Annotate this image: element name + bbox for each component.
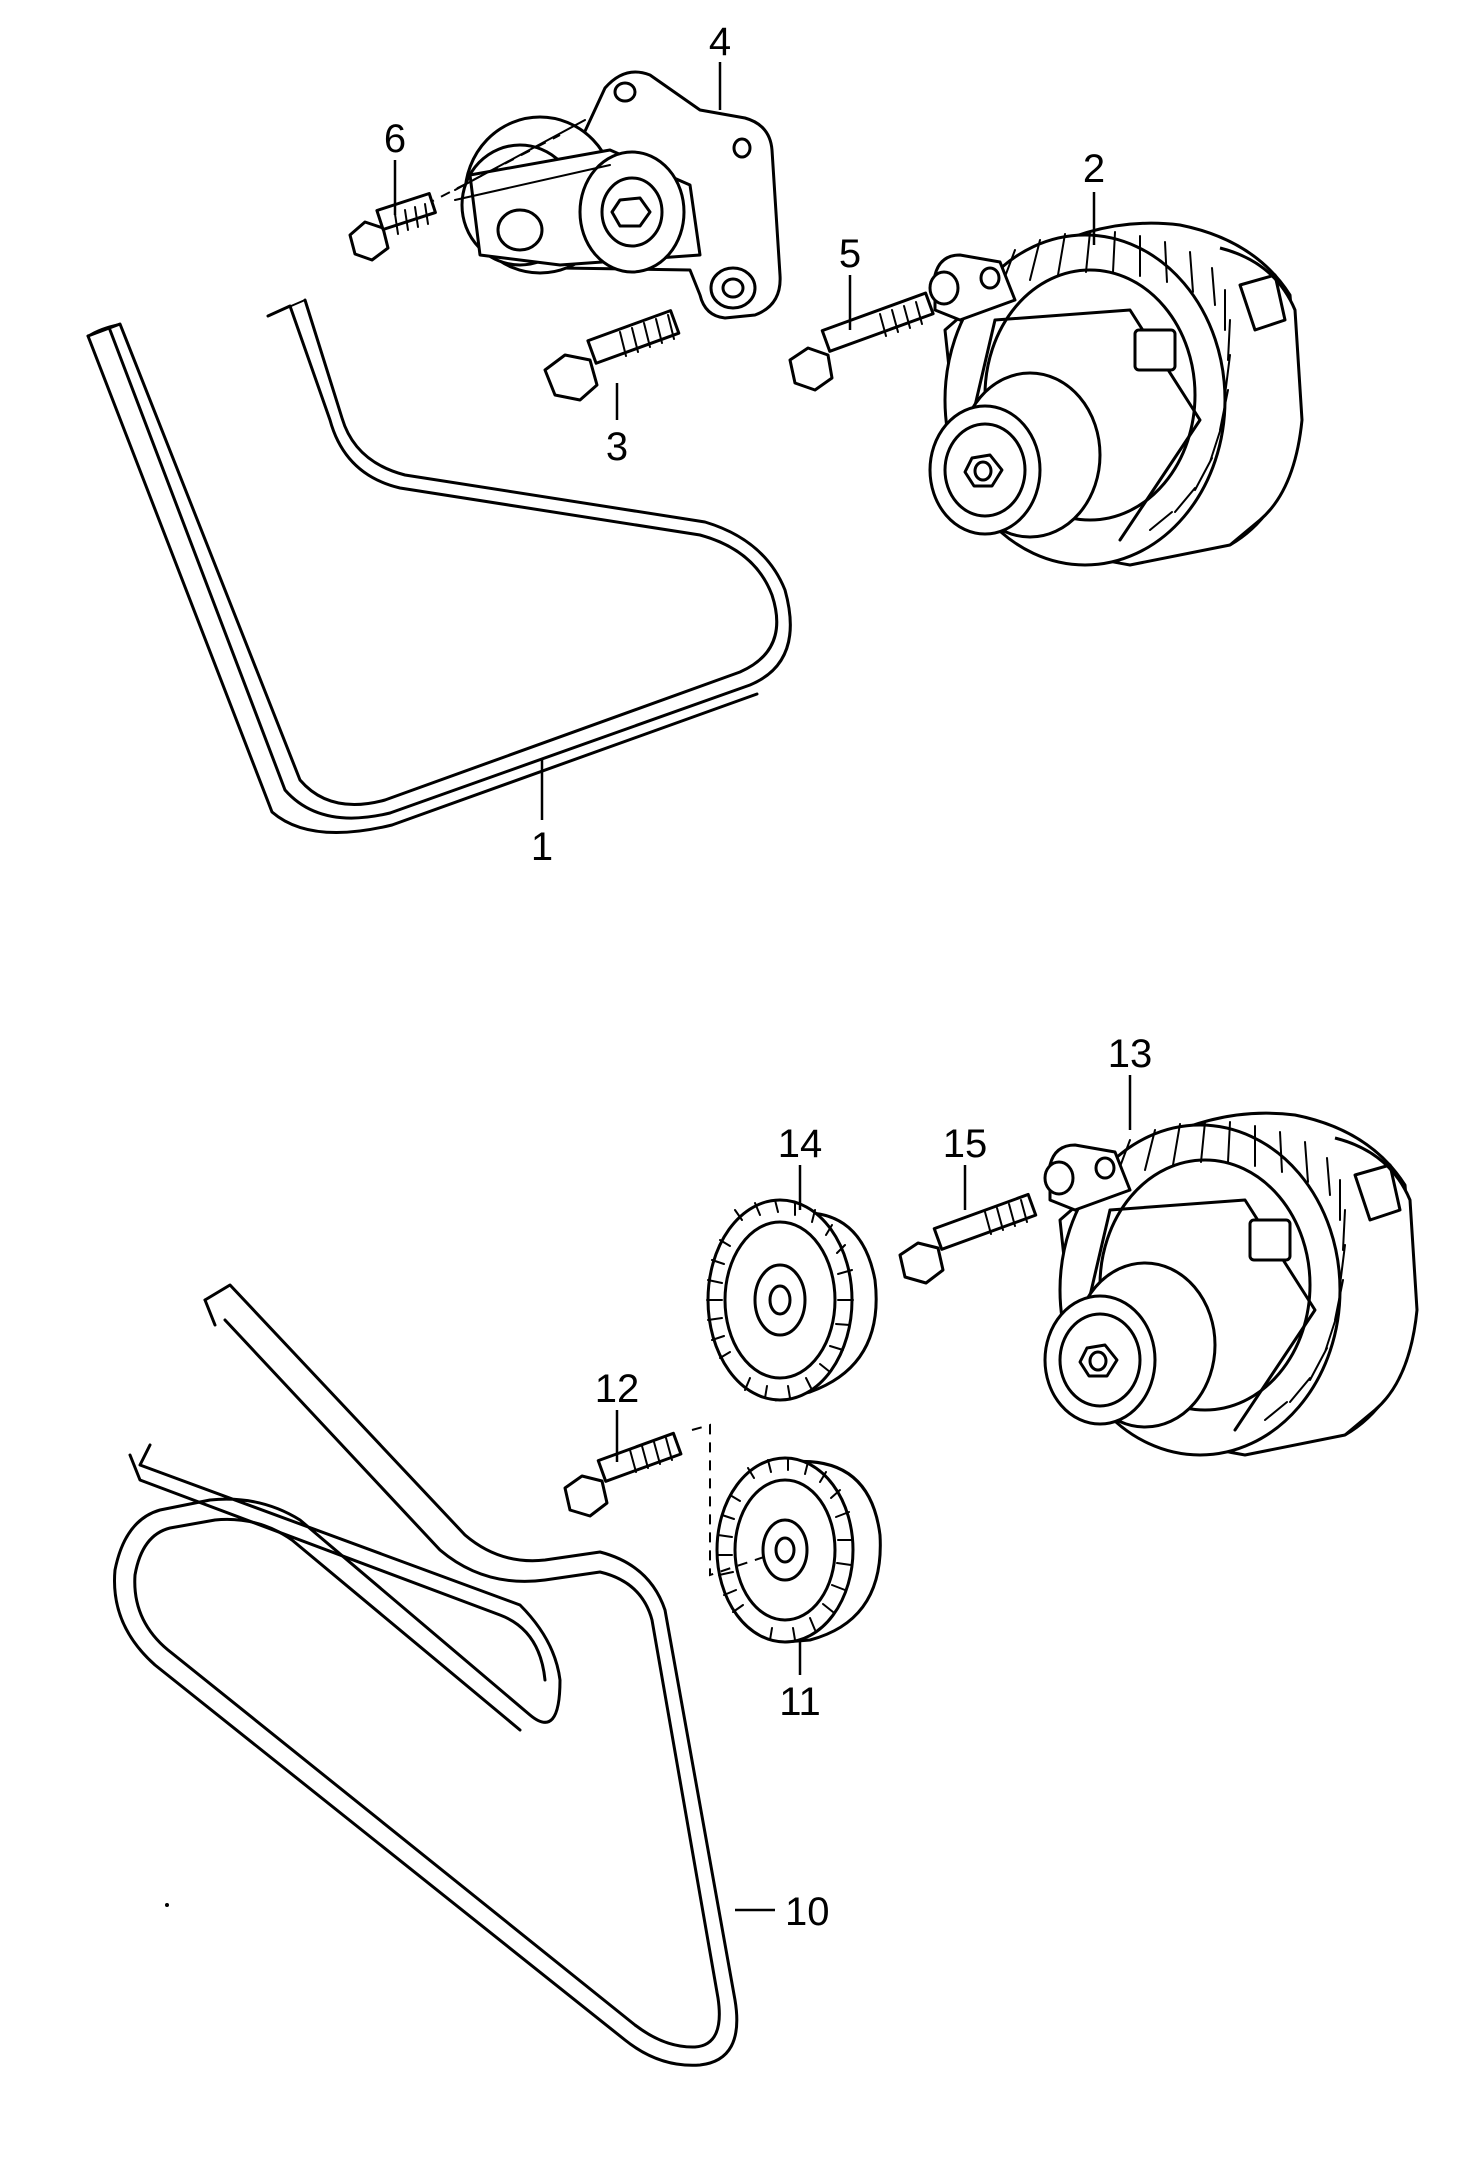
callout-15: 15 (943, 1122, 988, 1166)
callout-3: 3 (606, 425, 628, 469)
callout-4: 4 (709, 20, 731, 64)
bolt-3 (543, 309, 681, 402)
bolt-15 (898, 1192, 1038, 1285)
stray-dot (165, 1903, 169, 1907)
alternator-bottom (1043, 1111, 1419, 1457)
idler-pulley-11 (715, 1456, 882, 1644)
bolt-5 (788, 291, 935, 392)
belt-tensioner (424, 70, 782, 320)
assembly-centerline-12-11 (691, 1423, 771, 1577)
idler-pulley-14 (706, 1198, 878, 1402)
bolt-6 (348, 191, 437, 262)
alternator-top (928, 221, 1304, 567)
ribbed-belt-lower (113, 1283, 739, 2067)
callout-10: 10 (785, 1890, 830, 1934)
callout-12: 12 (595, 1367, 640, 1411)
callout-2: 2 (1083, 147, 1105, 191)
ribbed-belt-upper (86, 298, 792, 834)
callout-11: 11 (779, 1680, 821, 1724)
bolt-12 (563, 1431, 683, 1518)
callout-leaders (393, 62, 1132, 1912)
callout-labels: 1 2 3 4 5 6 10 11 12 13 14 15 (384, 20, 1152, 1934)
callout-6: 6 (384, 117, 406, 161)
callout-5: 5 (839, 232, 861, 276)
callout-1: 1 (531, 825, 553, 869)
callout-13: 13 (1108, 1032, 1153, 1076)
callout-14: 14 (778, 1122, 823, 1166)
